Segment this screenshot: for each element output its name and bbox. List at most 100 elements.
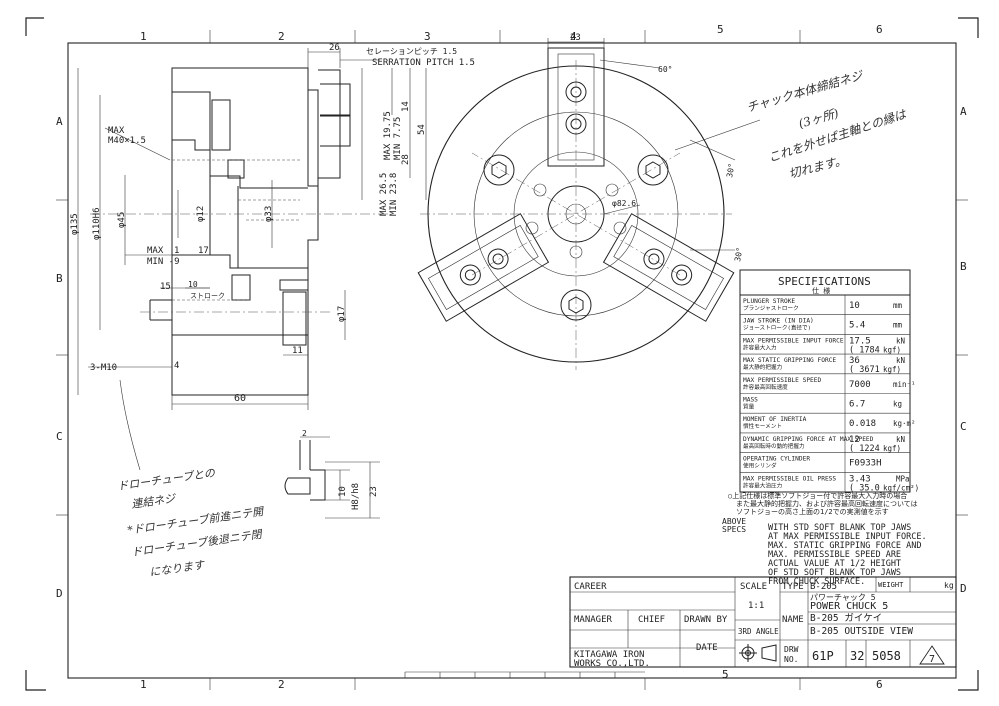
dim-15: 15 bbox=[160, 282, 171, 292]
dim-serration-h8: H8/h8 bbox=[351, 483, 361, 510]
dim-17: 17 bbox=[198, 246, 209, 256]
zone-row-b-right: B bbox=[960, 260, 967, 273]
spec-note-jp-3: ソフトジョーの高さ上面の1/2での実測値を示す bbox=[736, 507, 889, 516]
right-jaw bbox=[417, 213, 550, 322]
front-view: 23 60° 30° 30° φ82.6 bbox=[417, 33, 761, 370]
dim-phi12: φ12 bbox=[196, 206, 206, 222]
handwritten-note-line-4: 切れます。 bbox=[787, 153, 847, 181]
tb-type-label: TYPE bbox=[782, 582, 804, 592]
tb-drw-label-1: DRW bbox=[784, 645, 799, 654]
tb-drw-a: 61P bbox=[812, 649, 834, 663]
tb-drw-label-2: NO. bbox=[784, 655, 798, 664]
handwritten-notes-right: チャック本体締結ネジ (3ヶ所) これを外せば主軸との縁は 切れます。 bbox=[745, 68, 909, 181]
spec-note-en-7: FROM CHUCK SURFACE. bbox=[768, 577, 865, 587]
dim-14: 14 bbox=[401, 101, 411, 112]
tb-drw-rev: 7 bbox=[929, 654, 935, 665]
above-specs-2: SPECS bbox=[722, 525, 746, 534]
dim-max-1-label: MAX bbox=[147, 246, 164, 256]
spec-row-label-en: DYNAMIC GRIPPING FORCE AT MAX SPEED bbox=[743, 436, 874, 443]
spec-row-value: 36 bbox=[849, 356, 860, 366]
tb-angle: 3RD ANGLE bbox=[738, 627, 779, 636]
drawing-border bbox=[67, 42, 957, 679]
dim-jaw-min: MIN 23.8 bbox=[389, 173, 399, 216]
third-angle-projection-icon bbox=[739, 644, 777, 662]
handwritten-note-left-2: 連結ネジ bbox=[131, 492, 178, 511]
spec-row-unit: kN bbox=[896, 356, 905, 365]
spec-row-unit: MPa bbox=[896, 474, 910, 483]
spec-row-value: 0.018 bbox=[849, 419, 876, 429]
dim-phi135: φ135 bbox=[70, 213, 80, 235]
top-jaw bbox=[547, 47, 605, 167]
corner-marks bbox=[25, 17, 979, 691]
spec-row-unit: kg bbox=[893, 400, 902, 409]
spec-title-jp: 仕 様 bbox=[812, 286, 830, 295]
dim-front-23: 23 bbox=[570, 33, 581, 43]
dim-front-30deg-b: 30° bbox=[733, 247, 744, 263]
spec-row-label-en: MAX PERMISSIBLE INPUT FORCE bbox=[743, 337, 844, 344]
dim-jaw-max: MAX 26.5 bbox=[379, 173, 389, 216]
spec-row-label-jp: 慣性モーメント bbox=[743, 422, 782, 430]
zone-col-1-bottom: 1 bbox=[140, 678, 147, 691]
zone-row-c-right: C bbox=[960, 420, 967, 433]
dim-4: 4 bbox=[174, 361, 179, 371]
spec-row-label-jp: 許容最高回転速度 bbox=[743, 383, 788, 391]
dim-28: 28 bbox=[401, 154, 411, 165]
tb-company-1: KITAGAWA IRON bbox=[574, 650, 644, 660]
spec-note-en-1: WITH STD SOFT BLANK TOP JAWS bbox=[768, 523, 911, 533]
specifications-table: SPECIFICATIONS 仕 様 PLUNGER STROKEプランジャスト… bbox=[722, 269, 927, 587]
handwritten-note-line-1: チャック本体締結ネジ bbox=[745, 68, 866, 115]
spec-row-value-alt: ( 1784 bbox=[849, 345, 880, 355]
dim-front-30deg-a: 30° bbox=[725, 163, 736, 179]
tb-scale: 1:1 bbox=[748, 601, 764, 611]
centerlines bbox=[90, 213, 390, 313]
dim-60: 60 bbox=[234, 393, 246, 404]
spec-row-unit-alt: kgf) bbox=[883, 365, 901, 374]
dim-1: 1 bbox=[174, 246, 179, 256]
zone-col-4: 4 bbox=[570, 30, 577, 43]
spec-row-value: 10 bbox=[849, 301, 860, 311]
spec-row-unit: mm bbox=[893, 301, 903, 310]
zone-row-c: C bbox=[56, 430, 63, 443]
spec-row-value-alt: ( 1224 bbox=[849, 444, 880, 454]
spec-note-jp-2: また最大静的把握力、および許容最高回転速度については bbox=[736, 499, 918, 508]
spec-row-label-en: MASS bbox=[743, 397, 758, 404]
dim-front-phi82: φ82.6 bbox=[612, 199, 636, 208]
zone-row-a: A bbox=[56, 115, 63, 128]
dim-plunger-max: MAX 19.75 bbox=[383, 111, 393, 160]
spec-row-value: F0933H bbox=[849, 459, 882, 469]
spec-row-value: 6.7 bbox=[849, 400, 865, 410]
tb-drw-c: 5058 bbox=[872, 649, 901, 663]
left-jaw bbox=[602, 213, 735, 322]
serration-detail: 2 10 H8/h8 23 bbox=[284, 429, 380, 519]
spec-row-unit-alt: kgf) bbox=[883, 444, 901, 453]
spec-row-label-en: JAW STROKE (IN DIA) bbox=[743, 318, 814, 325]
spec-row-label-jp: 許容最大入力 bbox=[743, 343, 777, 351]
tb-name-line3: B-205 OUTSIDE VIEW bbox=[810, 626, 913, 637]
dim-max-label: MAX bbox=[108, 126, 125, 136]
side-view: セレーションピッチ 1.5 SERRATION PITCH 1.5 26 MAX… bbox=[70, 43, 475, 410]
spec-row-label-jp: 許容最大油圧力 bbox=[743, 481, 783, 489]
dim-min-9: MIN -9 bbox=[147, 257, 180, 267]
zone-row-b: B bbox=[56, 272, 63, 285]
title-block: CAREER SCALE 1:1 TYPE B-205 WEIGHT kg MA… bbox=[569, 576, 957, 669]
spec-title-en: SPECIFICATIONS bbox=[778, 275, 871, 288]
handwritten-notes-left: ドローチューブとの 連結ネジ *ドローチューブ前進ニテ開 ドローチューブ後退ニテ… bbox=[117, 379, 266, 579]
zone-col-3: 3 bbox=[424, 30, 431, 43]
zone-col-2-bottom: 2 bbox=[278, 678, 285, 691]
tb-date: DATE bbox=[696, 643, 718, 653]
spec-row-label-jp: 最大静的把握力 bbox=[743, 363, 783, 371]
spec-note-en-6: OF STD SOFT BLANK TOP JAWS bbox=[768, 568, 901, 578]
spec-note-en-3: MAX. STATIC GRIPPING FORCE AND bbox=[768, 541, 922, 551]
spec-row-label-jp: 最高回転時の動的把握力 bbox=[743, 442, 805, 450]
spec-row-value: 3.43 bbox=[849, 474, 871, 484]
tb-name-en: POWER CHUCK 5 bbox=[810, 601, 888, 612]
spec-row-value: 5.4 bbox=[849, 321, 865, 331]
spec-row-label-jp: 質量 bbox=[743, 403, 755, 411]
spec-note-jp-1: ○上記仕様は標準ソフトジョー付で許容最大入力時の場合 bbox=[728, 491, 907, 500]
tb-chief: CHIEF bbox=[638, 615, 665, 625]
tb-company-2: WORKS CO.,LTD. bbox=[574, 659, 650, 669]
zone-row-d-right: D bbox=[960, 582, 967, 595]
dim-serration-10: 10 bbox=[338, 486, 348, 497]
spec-row-label-en: MAX STATIC GRIPPING FORCE bbox=[743, 357, 836, 364]
